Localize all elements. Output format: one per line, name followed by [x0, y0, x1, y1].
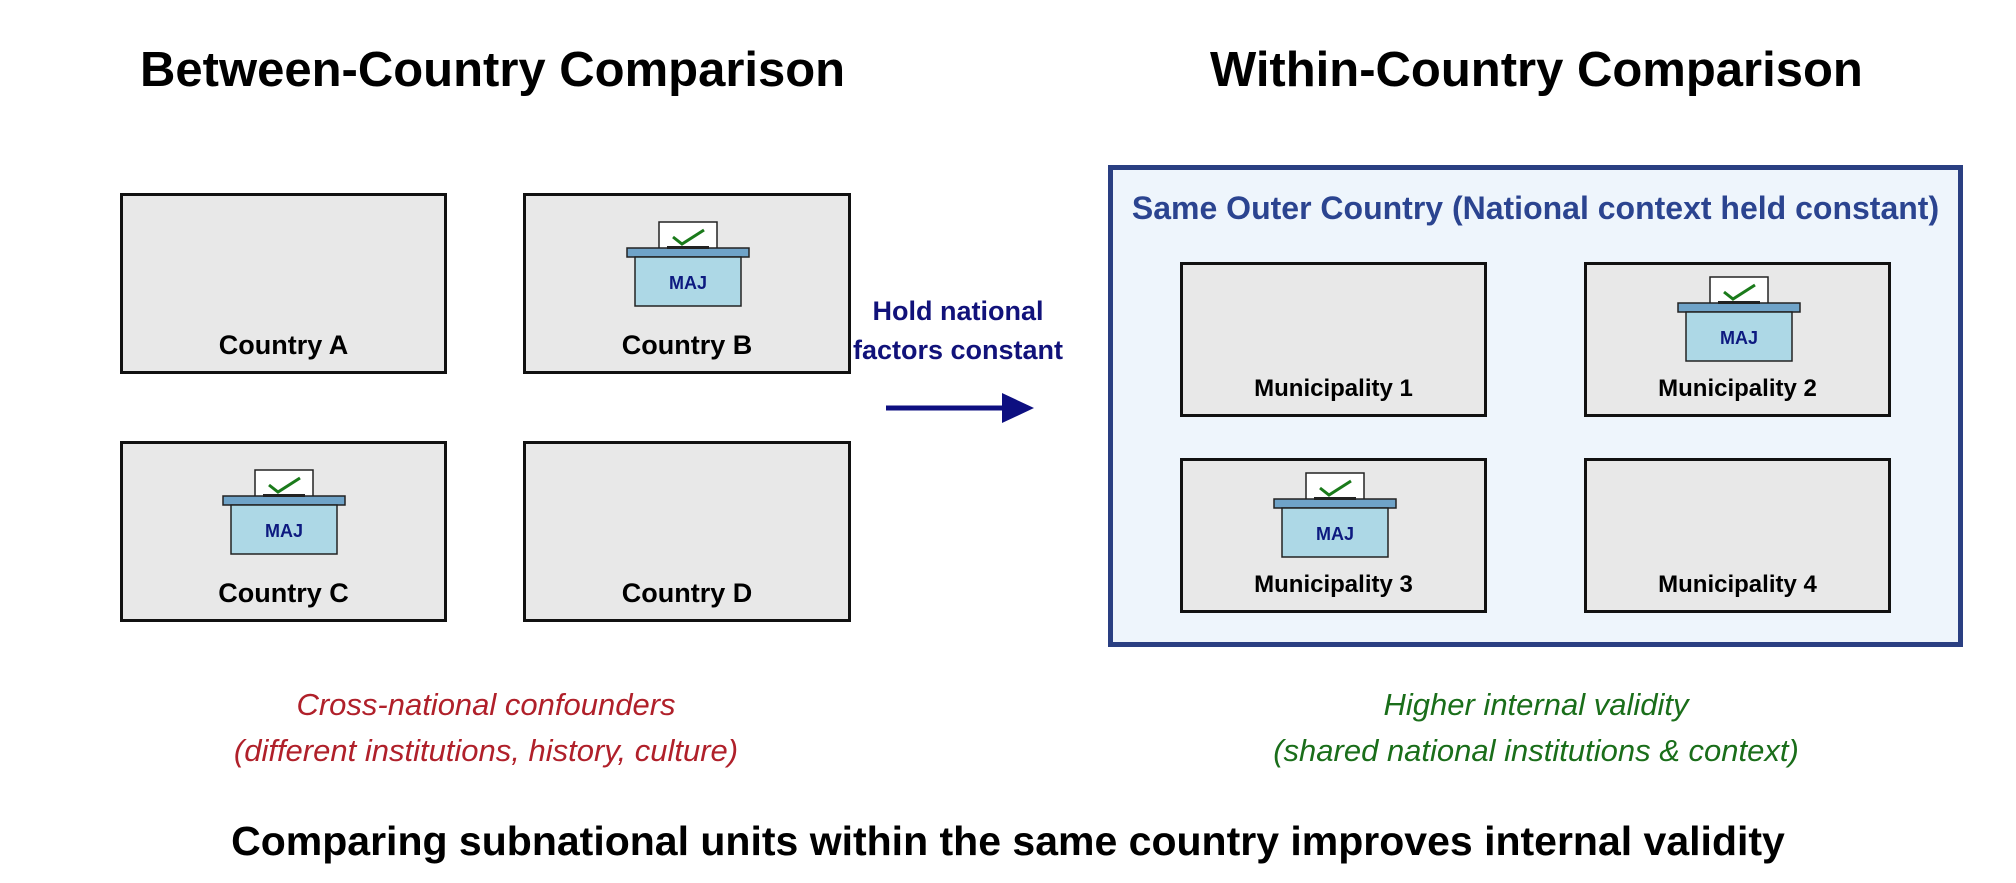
ballot-box-label: MAJ	[1316, 524, 1354, 544]
country-label: Country C	[218, 578, 349, 608]
country-box-c: MAJ Country C	[120, 441, 447, 622]
municipality-label: Municipality 4	[1658, 571, 1817, 598]
between-country-title: Between-Country Comparison	[140, 43, 846, 97]
left-note: Cross-national confounders (different in…	[186, 682, 786, 774]
ballot-box-icon: MAJ	[1273, 472, 1397, 558]
outer-country-label: Same Outer Country (National context hel…	[1131, 190, 1940, 226]
ballot-box-label: MAJ	[1720, 328, 1758, 348]
country-box-a: Country A	[120, 193, 447, 374]
ballot-box-icon: MAJ	[1677, 276, 1801, 362]
municipality-label: Municipality 2	[1658, 375, 1817, 402]
left-note-line1: Cross-national confounders	[296, 687, 676, 722]
right-note-line2: (shared national institutions & context)	[1273, 733, 1799, 768]
ballot-box-icon: MAJ	[626, 221, 750, 307]
arrow-text: Hold national factors constant	[848, 292, 1068, 370]
municipality-box-3: MAJ Municipality 3	[1180, 458, 1487, 613]
country-label: Country A	[218, 330, 349, 360]
municipality-label: Municipality 3	[1254, 571, 1413, 598]
footer-caption: Comparing subnational units within the s…	[231, 818, 1785, 864]
right-arrow-icon	[886, 393, 1034, 423]
within-country-title: Within-Country Comparison	[1210, 43, 1863, 97]
outer-country-container: Same Outer Country (National context hel…	[1108, 165, 1963, 647]
country-label: Country B	[621, 330, 753, 360]
ballot-box-label: MAJ	[669, 273, 707, 293]
ballot-box-label: MAJ	[265, 521, 303, 541]
ballot-box-icon: MAJ	[222, 469, 346, 555]
country-box-b: MAJ Country B	[523, 193, 851, 374]
municipality-label: Municipality 1	[1254, 375, 1413, 402]
municipality-box-2: MAJ Municipality 2	[1584, 262, 1891, 417]
right-note-line1: Higher internal validity	[1383, 687, 1689, 722]
country-label: Country D	[621, 578, 753, 608]
country-box-d: Country D	[523, 441, 851, 622]
municipality-box-4: Municipality 4	[1584, 458, 1891, 613]
right-note: Higher internal validity (shared nationa…	[1236, 682, 1836, 774]
arrow-text-line1: Hold national	[872, 296, 1044, 326]
municipality-box-1: Municipality 1	[1180, 262, 1487, 417]
arrow-text-line2: factors constant	[852, 335, 1064, 365]
left-note-line2: (different institutions, history, cultur…	[233, 733, 739, 768]
